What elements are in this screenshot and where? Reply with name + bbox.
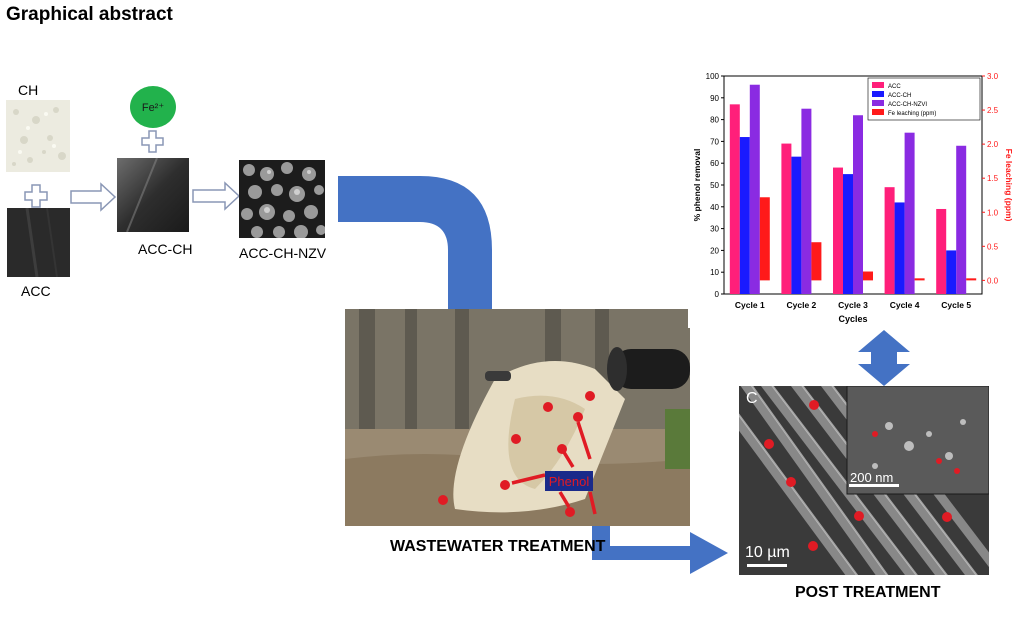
phenol-markers [438,391,597,517]
outline-arrow-1 [70,182,117,212]
acc-ch-nzv-label: ACC-CH-NZV [239,245,327,261]
legend-box [867,77,981,121]
y-right-tick-label: 2.0 [987,140,999,149]
bar [781,143,792,294]
bar [759,197,770,281]
y-tick-label: 70 [710,137,719,146]
bar [811,242,822,281]
outline-arrow-2 [192,181,241,211]
x-tick-label: Cycle 4 [890,300,920,310]
y-right-tick-label: 3.0 [987,72,999,81]
fe-ion-circle: Fe²⁺ [130,86,176,128]
panel-letter: C [746,390,758,407]
x-axis-label: Cycles [838,314,867,324]
y-tick-label: 40 [710,203,719,212]
bar [946,250,957,294]
y-right-axis-label: Fe leaching (ppm) [1004,149,1014,222]
post-treatment-label: POST TREATMENT [795,584,941,601]
y-tick-label: 80 [710,116,719,125]
elbow-flow-arrow [592,495,728,574]
plus-icon [141,130,164,153]
y-tick-label: 20 [710,246,719,255]
bar [936,208,947,294]
scale-bar-inset: 200 nm [850,470,894,485]
bar [884,187,895,294]
legend-label: ACC-CH [888,93,911,99]
y-tick-label: 0 [715,290,720,299]
legend-swatch [872,109,884,115]
chart-svg: 0 10 20 30 40 50 60 70 80 90 100 0.0 0.5 1.0 1.5 2.0 2.5… [692,72,1014,324]
y-right-tick-label: 1.0 [987,208,999,217]
acc-label: ACC [21,283,51,299]
legend-label: ACC [888,84,901,90]
y-right-tick-label: 0.0 [987,276,999,285]
bar [843,174,853,294]
y-right-tick-label: 0.5 [987,242,999,251]
acc-ch-sem-image [117,158,189,232]
scale-bar-main: 10 µm [745,544,790,561]
bar [894,202,905,294]
bar [749,84,760,294]
bar [791,156,802,294]
legend-swatch [872,82,884,88]
y-tick-label: 10 [710,268,719,277]
legend-swatch [872,91,884,97]
y-tick-label: 30 [710,225,719,234]
wastewater-label: WASTEWATER TREATMENT [390,538,606,555]
bar [914,278,925,281]
x-tick-label: Cycle 2 [787,300,817,310]
bar [863,271,873,281]
ch-label: CH [18,82,39,98]
y-right-tick-label: 1.5 [987,174,999,183]
bar [801,108,812,294]
y-axis-label: % phenol removal [692,149,702,222]
legend-label: ACC-CH-NZVI [888,102,927,108]
post-treatment-sem-image [739,386,989,575]
legend-label: Fe leaching (ppm) [888,111,936,117]
y-tick-label: 100 [706,72,720,81]
bar [739,137,750,294]
phenol-removal-chart: 0 10 20 30 40 50 60 70 80 90 100 0.0 0.5 1.0 1.5 2.0 2.5… [688,66,1014,328]
y-tick-label: 90 [710,94,719,103]
bar [904,132,915,294]
fe-ion-label: Fe²⁺ [141,101,165,114]
acc-ch-nzv-sem-image [239,160,325,238]
double-head-arrow [858,330,910,386]
plus-icon [24,184,48,208]
phenol-label: Phenol [548,473,590,489]
bar [956,145,967,294]
x-tick-label: Cycle 3 [838,300,868,310]
bar [966,278,977,281]
page-title: Graphical abstract [6,4,173,25]
bar [729,104,740,294]
bar [853,115,863,294]
y-tick-label: 60 [710,159,719,168]
x-tick-label: Cycle 5 [941,300,971,310]
y-right-tick-label: 2.5 [987,106,999,115]
acc-cloth-image [7,208,70,277]
bar [833,167,843,294]
y-tick-label: 50 [710,181,719,190]
x-tick-label: Cycle 1 [735,300,765,310]
acc-ch-label: ACC-CH [138,241,193,257]
legend-swatch [872,100,884,106]
ch-powder-image [6,100,70,172]
